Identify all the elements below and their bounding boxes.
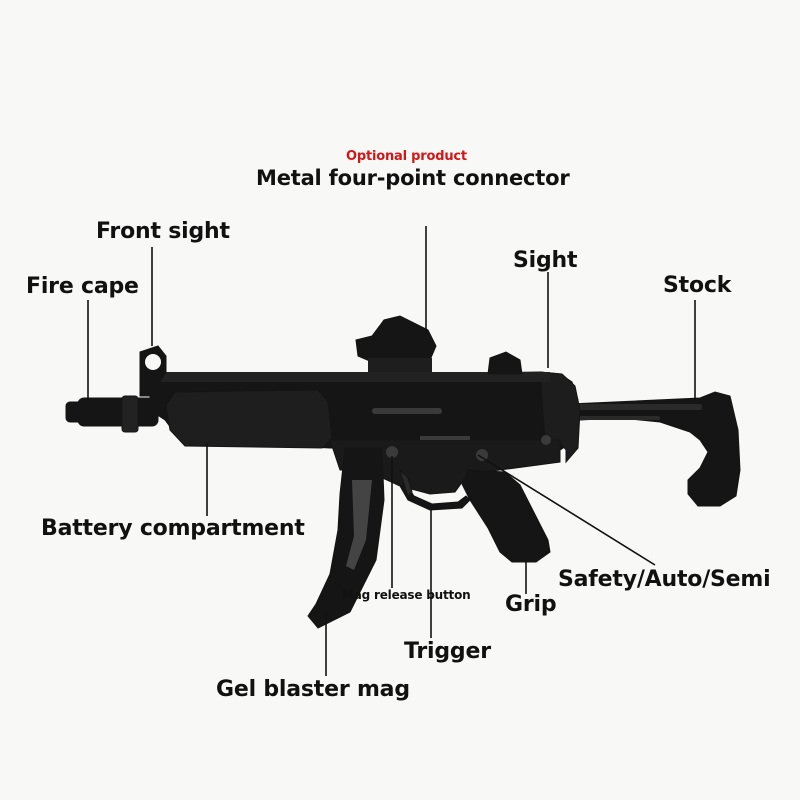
stock-shape (569, 391, 741, 507)
stock-rail-lower (575, 416, 660, 420)
front-sight-ring (145, 354, 161, 370)
gel-blaster-mag-label: Gel blaster mag (216, 677, 410, 702)
fire-cape-label: Fire cape (26, 274, 139, 299)
battery-compartment-label: Battery compartment (41, 516, 305, 541)
barrel-ring (121, 395, 139, 433)
magazine-window (346, 480, 372, 570)
mag-release-button-label: Mag release button (342, 588, 471, 602)
flash-hider (65, 401, 87, 423)
trigger-label: Trigger (404, 639, 491, 664)
sight-label: Sight (513, 248, 578, 273)
grip-label: Grip (505, 592, 557, 617)
cocking-slot (372, 408, 442, 414)
connector-label: Metal four-point connector (256, 166, 570, 190)
pistol-grip (461, 469, 551, 563)
front-sight-label: Front sight (96, 219, 230, 244)
mag-release-dot (386, 446, 398, 458)
trigger-shape (398, 468, 413, 497)
handguard (165, 389, 333, 449)
stock-label: Stock (663, 273, 732, 298)
sight-mount (368, 358, 432, 372)
barrel (77, 397, 159, 427)
red-dot-sight (355, 315, 437, 363)
pin-dot (541, 435, 551, 445)
rear-sight-shape (487, 351, 523, 375)
stock-rail (572, 404, 702, 410)
selector-dot (476, 449, 488, 461)
top-rail (160, 372, 550, 382)
optional-product-note: Optional product (346, 149, 467, 164)
safety-auto-semi-label: Safety/Auto/Semi (558, 567, 771, 592)
receiver-marking (420, 436, 470, 440)
leader-safety (477, 454, 656, 566)
